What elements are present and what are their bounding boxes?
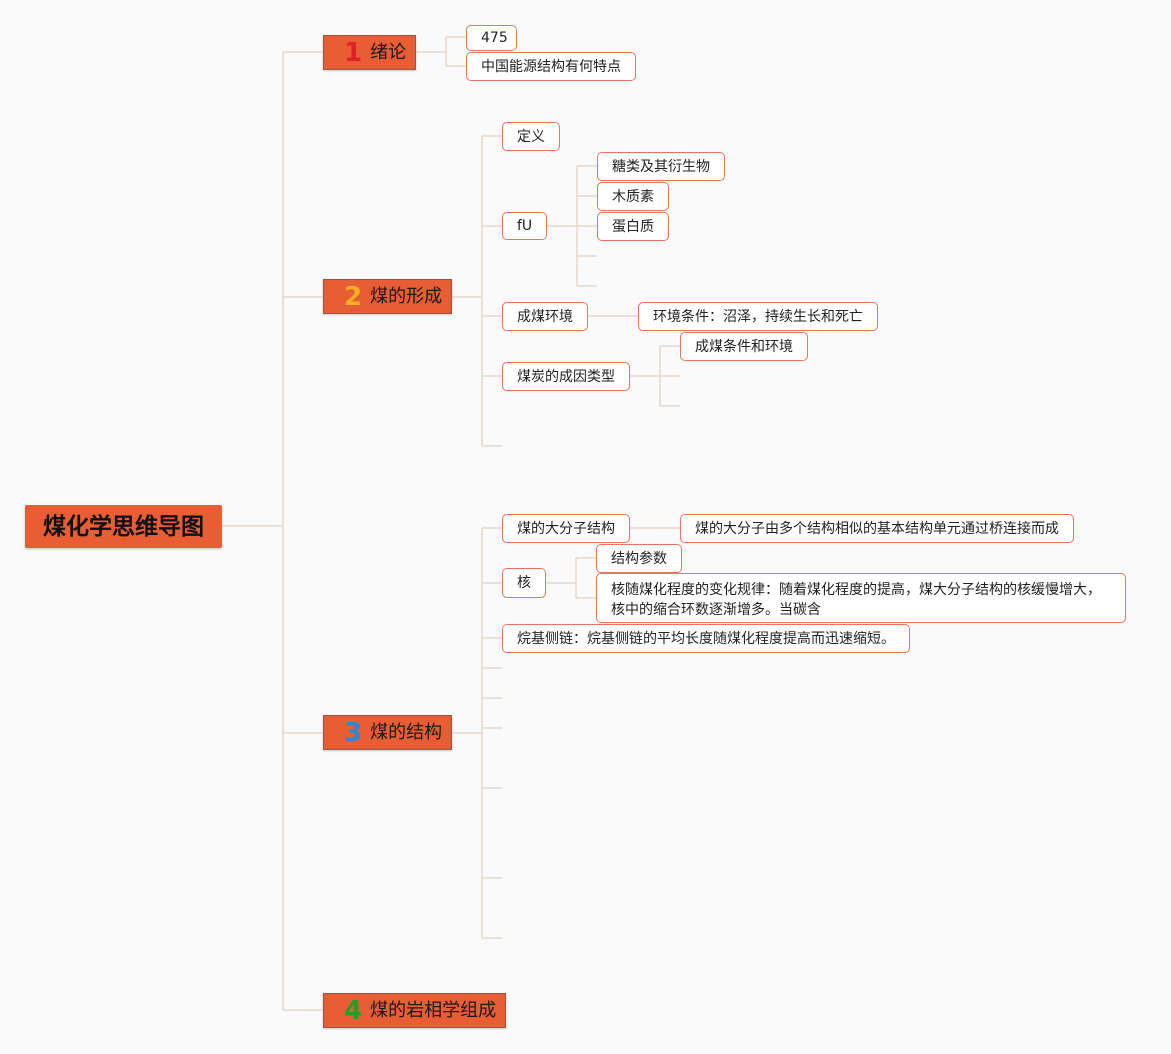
node-label: 煤的大分子由多个结构相似的基本结构单元通过桥连接而成 [695,520,1059,537]
root-node[interactable]: 煤化学思维导图 [25,505,222,548]
node-label: 成煤环境 [517,308,573,325]
node-label: 475 [481,30,508,46]
node-label: 蛋白质 [612,218,654,235]
topic-coal-structure[interactable]: 3 煤的结构 [323,715,452,750]
node-energy-structure[interactable]: 中国能源结构有何特点 [466,52,636,81]
node-label: 环境条件：沼泽，持续生长和死亡 [653,308,863,325]
topic-number-4: 4 [344,995,363,1026]
topic-number-2: 2 [344,281,363,312]
topic-number-1: 1 [344,37,363,68]
node-alkyl-side-chain[interactable]: 烷基侧链：烷基侧链的平均长度随煤化程度提高而迅速缩短。 [502,624,910,653]
node-lignin[interactable]: 木质素 [597,182,669,211]
node-macromolecular-description[interactable]: 煤的大分子由多个结构相似的基本结构单元通过桥连接而成 [680,514,1074,543]
node-475[interactable]: 475 [466,25,517,51]
node-label: 定义 [517,128,545,145]
node-protein[interactable]: 蛋白质 [597,212,669,241]
node-core[interactable]: 核 [502,568,546,598]
node-sugars[interactable]: 糖类及其衍生物 [597,152,725,181]
node-label: 成煤条件和环境 [695,338,793,355]
node-label: 中国能源结构有何特点 [481,58,621,75]
topic-label: 煤的岩相学组成 [370,999,497,1021]
topic-introduction[interactable]: 1 绪论 [323,35,416,70]
topic-label: 煤的形成 [370,285,443,307]
topic-label: 煤的结构 [370,721,443,743]
node-genetic-types[interactable]: 煤炭的成因类型 [502,362,630,391]
node-structure-parameters[interactable]: 结构参数 [596,544,682,573]
topic-coal-petrography[interactable]: 4 煤的岩相学组成 [323,993,506,1028]
node-environment-condition[interactable]: 环境条件：沼泽，持续生长和死亡 [638,302,878,331]
node-definition[interactable]: 定义 [502,122,560,151]
node-label: 木质素 [612,188,654,205]
node-coal-environment[interactable]: 成煤环境 [502,302,588,331]
topic-number-3: 3 [344,717,363,748]
node-label: 烷基侧链：烷基侧链的平均长度随煤化程度提高而迅速缩短。 [517,630,895,647]
topic-label: 绪论 [370,41,407,63]
node-label: 煤炭的成因类型 [517,368,615,385]
node-fu[interactable]: fU [502,212,547,240]
root-label: 煤化学思维导图 [43,513,204,540]
node-label: 核随煤化程度的变化规律：随着煤化程度的提高，煤大分子结构的核缓慢增大，核中的缩合… [611,582,1101,618]
node-label: fU [517,218,533,234]
node-label: 核 [517,575,531,591]
node-label: 糖类及其衍生物 [612,158,710,175]
node-macromolecular-structure[interactable]: 煤的大分子结构 [502,514,630,543]
topic-coal-formation[interactable]: 2 煤的形成 [323,279,452,314]
node-formation-conditions[interactable]: 成煤条件和环境 [680,332,808,361]
node-core-variation-rule[interactable]: 核随煤化程度的变化规律：随着煤化程度的提高，煤大分子结构的核缓慢增大，核中的缩合… [596,573,1126,623]
node-label: 煤的大分子结构 [517,520,615,537]
node-label: 结构参数 [611,550,667,567]
